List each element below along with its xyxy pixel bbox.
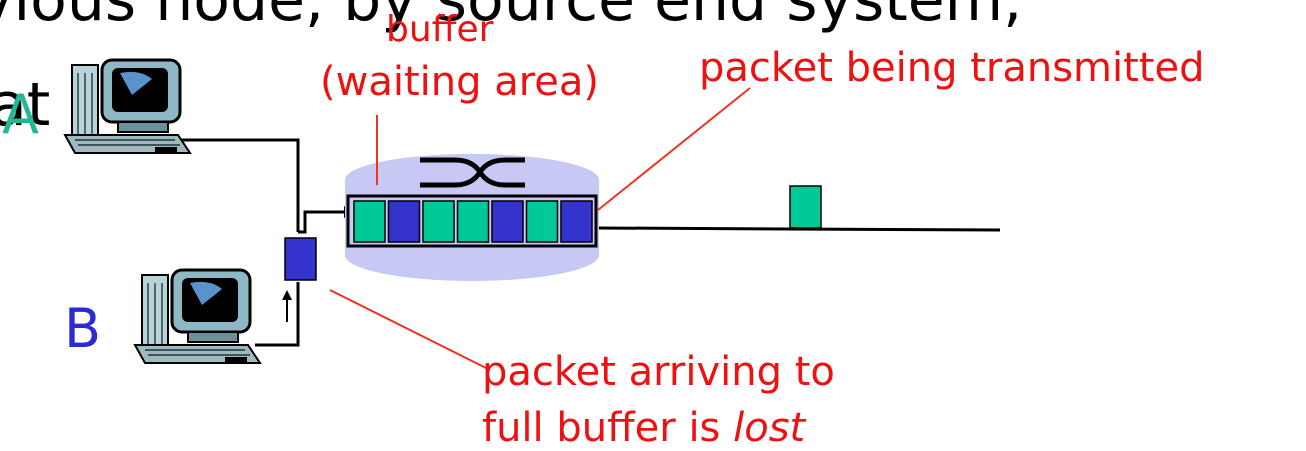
transmitted-leader xyxy=(597,87,751,211)
full-buffer-lost-label: full buffer is lost xyxy=(482,408,805,448)
buffer-label: buffer xyxy=(386,9,494,50)
lost-text: lost xyxy=(733,405,806,451)
link-host-a xyxy=(180,138,300,232)
dropped-packet xyxy=(284,237,317,281)
title-fragment-line2: at xyxy=(0,70,51,140)
host-b-label: B xyxy=(64,297,102,360)
link-to-router xyxy=(298,210,350,234)
queued-packet xyxy=(387,200,421,243)
buffer-queue-packets xyxy=(353,200,593,243)
title-fragment: vious node, by source end system, xyxy=(0,0,1023,35)
host-b-computer-icon xyxy=(133,268,262,364)
queued-packet xyxy=(491,200,524,243)
transmitted-packet xyxy=(789,185,822,229)
links xyxy=(180,138,1001,347)
router-crossover-icon xyxy=(420,157,525,188)
outgoing-link xyxy=(597,226,1001,232)
buffer-queue-frame xyxy=(346,194,598,248)
queued-packet xyxy=(353,200,386,243)
packet-arriving-label: packet arriving to xyxy=(482,349,835,395)
waiting-area-label: (waiting area) xyxy=(320,59,600,105)
full-buffer-text: full buffer is xyxy=(482,405,734,451)
queued-packet xyxy=(422,200,455,243)
packet-transmitted-label: packet being transmitted xyxy=(699,45,1205,91)
queued-packet xyxy=(525,200,559,243)
host-a-computer-icon xyxy=(63,58,192,154)
host-b-arrowhead xyxy=(282,290,292,300)
queued-packet xyxy=(560,200,593,243)
annotation-leaders xyxy=(329,87,751,371)
link-host-b xyxy=(255,282,300,347)
router xyxy=(345,154,599,281)
queued-packet xyxy=(456,200,490,243)
host-a-label: A xyxy=(2,83,39,146)
lost-leader xyxy=(329,289,491,371)
